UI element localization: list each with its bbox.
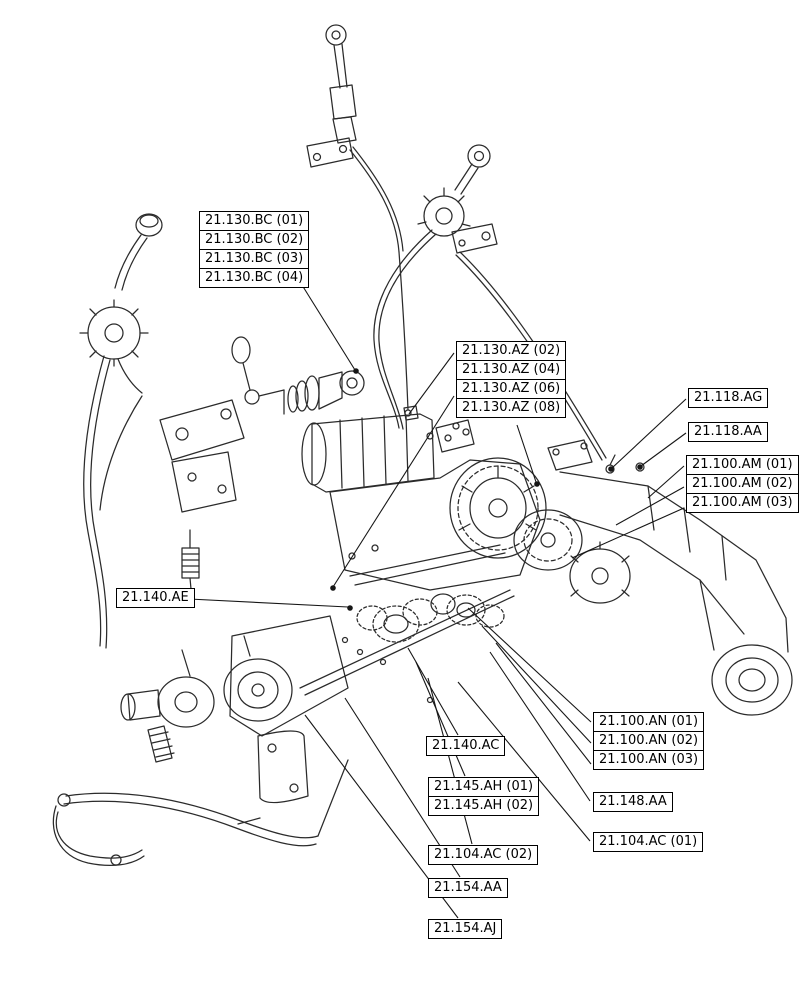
callout-21-100-am-03[interactable]: 21.100.AM (03) [686,493,799,513]
callout-group-21-130-bc: 21.130.BC (01) 21.130.BC (02) 21.130.BC … [199,211,310,288]
callout-21-100-an-02[interactable]: 21.100.AN (02) [593,731,705,751]
hydraulic-hoses [52,759,349,866]
main-clutch-housing [329,457,583,591]
callout-group-21-130-az: 21.130.AZ (02) 21.130.AZ (04) 21.130.AZ … [456,341,567,418]
callout-21-100-am-01[interactable]: 21.100.AM (01) [686,455,799,475]
transmission-top-cover [301,405,475,493]
callout-21-140-ac[interactable]: 21.140.AC [426,736,506,756]
callout-21-140-ae[interactable]: 21.140.AE [116,588,195,608]
callout-group-21-145-ah: 21.145.AH (01) 21.145.AH (02) [428,777,540,816]
callout-21-130-bc-04[interactable]: 21.130.BC (04) [199,268,310,288]
callout-21-100-an-01[interactable]: 21.100.AN (01) [593,712,705,732]
callout-21-104-ac-02[interactable]: 21.104.AC (02) [428,845,539,865]
callout-21-130-az-04[interactable]: 21.130.AZ (04) [456,360,567,380]
callout-21-130-az-02[interactable]: 21.130.AZ (02) [456,341,567,361]
callout-21-154-aa[interactable]: 21.154.AA [428,878,508,898]
gear-cluster [299,589,515,704]
callout-21-130-az-08[interactable]: 21.130.AZ (08) [456,398,567,418]
left-control-cluster [79,213,245,649]
callout-21-130-bc-03[interactable]: 21.130.BC (03) [199,249,310,269]
callout-21-104-ac-01[interactable]: 21.104.AC (01) [593,832,704,852]
pto-clutch-assembly [120,615,349,804]
callout-21-100-an-03[interactable]: 21.100.AN (03) [593,750,705,770]
callout-21-130-bc-02[interactable]: 21.130.BC (02) [199,230,310,250]
callout-21-130-bc-01[interactable]: 21.130.BC (01) [199,211,310,231]
leader-lines [188,284,687,919]
callout-21-154-aj[interactable]: 21.154.AJ [428,919,503,939]
callout-21-145-ah-02[interactable]: 21.145.AH (02) [428,796,540,816]
callout-21-118-ag[interactable]: 21.118.AG [688,388,769,408]
callout-21-148-aa[interactable]: 21.148.AA [593,792,673,812]
callout-21-145-ah-01[interactable]: 21.145.AH (01) [428,777,540,797]
callout-21-130-az-06[interactable]: 21.130.AZ (06) [456,379,567,399]
callout-group-21-100-am: 21.100.AM (01) 21.100.AM (02) 21.100.AM … [686,455,799,513]
callout-21-118-aa[interactable]: 21.118.AA [688,422,768,442]
callout-21-100-am-02[interactable]: 21.100.AM (02) [686,474,799,494]
upper-shift-lever [306,24,409,411]
callout-group-21-100-an: 21.100.AN (01) 21.100.AN (02) 21.100.AN … [593,712,705,770]
center-shifter-and-boot [231,336,365,415]
